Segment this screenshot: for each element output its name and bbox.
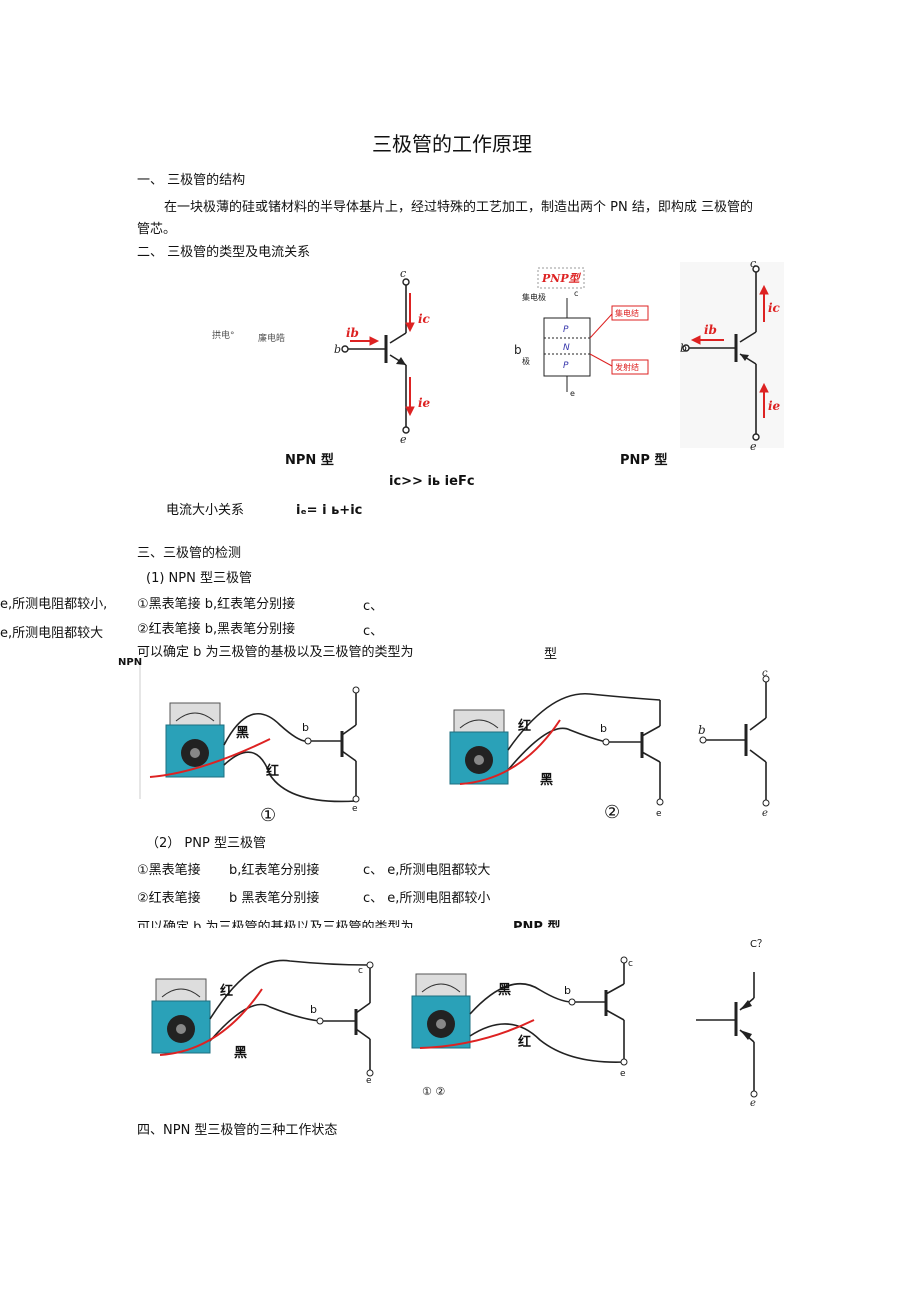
current-relation-2: iₑ= i ь+iс [296,503,363,518]
pnp-test-step-2c: c、 e,所测电阻都较小 [363,891,491,906]
pnp-test-step-1c: c、 e,所测电阻都较大 [363,863,491,878]
current-relation-1: iс>> iь ieFc [389,474,475,489]
npn-test-step-1-c: c、 [363,599,384,614]
pnp-test-step-1a: ①黑表笔接 [137,863,201,878]
pnp-fig2-red-label: 红 [518,1034,531,1050]
npn-type-label: NPN 型 [285,453,334,468]
npn-pin-c: c [400,267,406,280]
pnp-transistor-symbol: c b e ib ic ie [680,257,784,453]
multimeter-icon [449,709,509,785]
section-1-paragraph-line1: 在一块极薄的硅或锗材料的半导体基片上，经过特殊的工艺加工，制造出两个 PN 结，… [164,200,753,215]
npn-test-step-1: ①黑表笔接 b,红表笔分别接 [137,597,296,612]
pnp-test-step-2b: b 黑表笔分别接 [229,891,320,906]
faint-label-1: 拱电° [212,331,235,341]
npn-test-step-2: ②红表笔接 b,黑表笔分别接 [137,622,296,637]
pnp-type-label: PNP 型 [620,453,668,468]
npn-ic-label: ic [418,312,431,326]
multimeter-icon [411,973,471,1049]
pnp-fig1-c-label: c [358,966,363,976]
pnp-struct-n: N [563,343,570,353]
npn-transistor-symbol: c b e ib ic ie [334,267,431,446]
pnp-ib-label: ib [704,323,717,337]
page-title: 三极管的工作原理 [372,132,532,156]
npn-measure-figure-2: 红 黑 b e ② [449,693,664,823]
pnp-test-conclusion: 可以确定 b 为三极管的基极以及三极管的类型为 [137,920,414,928]
fig2-e-label: e [656,809,662,819]
fig2-black-label: 黑 [540,773,553,788]
npn-fragment: NPN [118,657,143,668]
pnp-struct-b: b [514,343,522,357]
pnp-measure-figure-2: 黑 红 b c e [411,956,633,1079]
pnp-structure-diagram: PNP型 集电极 c P N P b 极 e 集电结 发射结 [514,267,649,398]
pnp-fig1-black-label: 黑 [234,1046,247,1061]
pnp-pin-e: e [750,440,757,453]
pnp-sym-e: e [750,1098,756,1109]
fig1-black-label: 黑 [236,726,249,741]
pnp-fig2-e-label: e [620,1069,626,1079]
multimeter-icon [151,978,211,1054]
pnp-struct-p1: P [563,325,569,335]
pnp-fig1-e-label: e [366,1076,372,1086]
fig2-red-label: 红 [518,718,531,734]
pnp-pin-b: b [680,342,687,355]
npn-test-conclusion-end: 型 [544,647,558,662]
section-3-heading: 三、三极管的检测 [137,546,242,561]
pnp-test-symbol: e [696,972,758,1109]
pnp-test-heading: （2） PNP 型三极管 [146,836,266,851]
npn-ib-label: ib [346,326,359,340]
section-4-heading: 四、NPN 型三极管的三种工作状态 [137,1123,338,1138]
pnp-measure-figure-1: 红 黑 b c e [151,959,374,1086]
section-1-paragraph-line2: 管芯。 [137,222,177,237]
multimeter-icon [165,702,225,778]
npn-test-left-note-1: e,所测电阻都较小, [0,597,108,612]
npn-ie-label: ie [418,396,431,410]
fig1-number: ① [260,805,276,826]
section-2-heading: 二、 三极管的类型及电流关系 [137,245,311,260]
pnp-figure-numbers: ① ② [422,1085,446,1098]
npn-test-conclusion: 可以确定 b 为三极管的基极以及三极管的类型为 [137,645,414,660]
pnp-pin-c: c [750,257,756,270]
section-1-heading: 一、 三极管的结构 [137,173,246,188]
fig2-b-label: b [600,722,607,735]
pnp-struct-collector: 集电极 [522,292,546,302]
npn-pin-e: e [400,433,407,446]
pnp-test-conclusion-end: PNP 型 [513,920,561,928]
npn-test-symbol: c b e [698,668,770,819]
pnp-test-step-2a: ②红表笔接 [137,891,201,906]
npn-measure-figure-1: 黑 红 b e ① [139,665,360,826]
npn-test-step-2-c: c、 [363,624,384,639]
npn-sym-c: c [762,668,768,679]
pnp-struct-je: 发射结 [615,362,639,372]
pnp-test-step-1b: b,红表笔分别接 [229,863,320,878]
pnp-c-label: C？ [750,939,767,950]
pnp-fig2-c-label: c [628,959,633,969]
pnp-fig1-red-label: 红 [220,983,233,999]
npn-test-heading: (1) NPN 型三极管 [146,571,252,586]
pnp-struct-jc: 集电结 [615,308,639,318]
npn-sym-b: b [698,723,706,737]
fig1-b-label: b [302,721,309,734]
faint-label-2: 廉电皓 [258,334,286,344]
pnp-struct-c: c [574,289,578,298]
fig2-number: ② [604,802,620,823]
current-relation-caption: 电流大小关系 [166,503,245,518]
npn-pin-b: b [334,343,341,356]
pnp-struct-e: e [570,389,575,398]
pnp-ic-label: ic [768,301,781,315]
pnp-fig2-b-label: b [564,984,571,997]
pnp-ie-label: ie [768,399,781,413]
pnp-fig2-black-label: 黑 [498,983,511,998]
npn-test-left-note-2: e,所测电阻都较大 [0,626,104,641]
npn-sym-e: e [762,808,768,819]
fig1-e-label: e [352,804,358,814]
pnp-struct-p2: P [563,361,569,371]
fig1-red-label: 红 [266,763,279,779]
pnp-struct-base: 极 [522,356,530,366]
pnp-struct-tag: PNP型 [541,272,582,285]
pnp-fig1-b-label: b [310,1003,317,1016]
